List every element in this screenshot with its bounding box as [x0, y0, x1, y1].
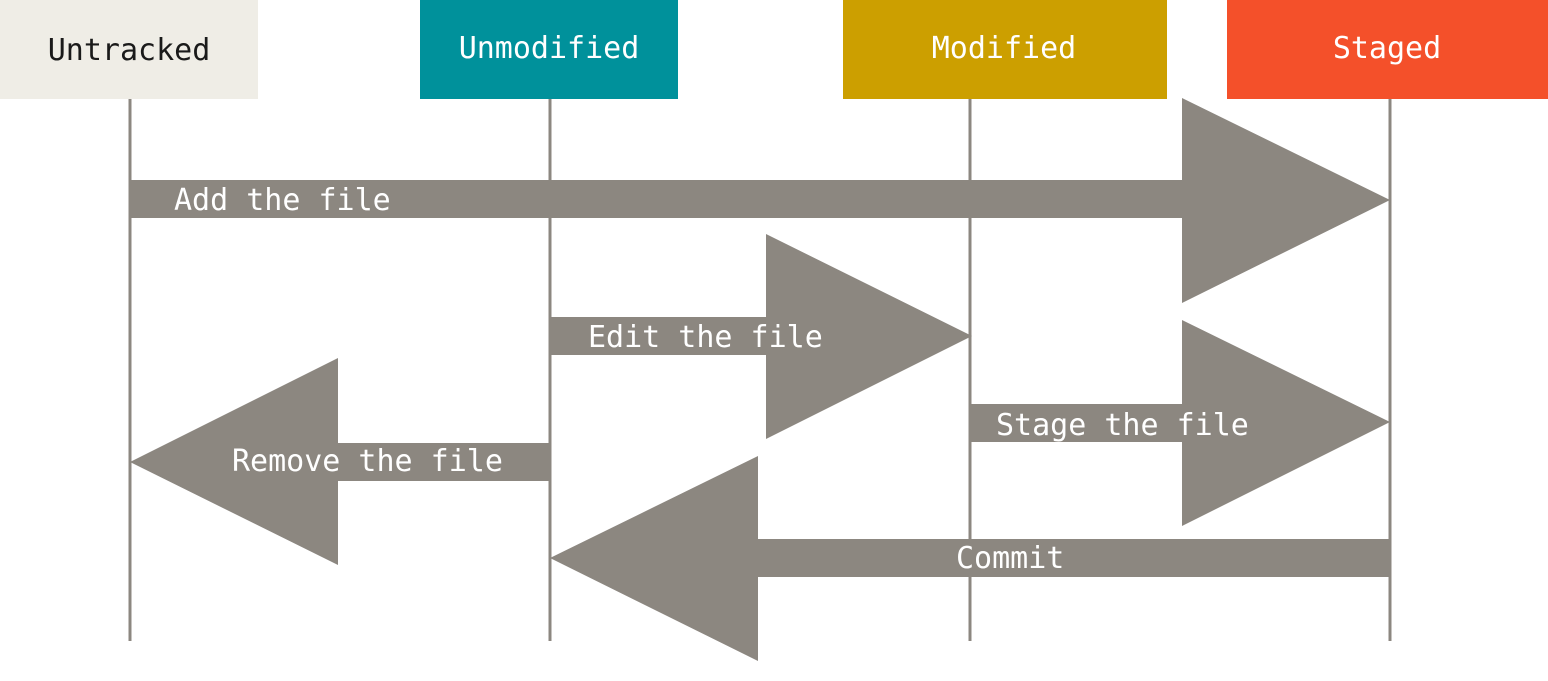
arrow-shape-stage: [970, 320, 1390, 526]
state-header-untracked: Untracked: [0, 0, 258, 99]
state-label-unmodified: Unmodified: [459, 31, 640, 66]
arrow-label-stage: Stage the file: [996, 408, 1249, 443]
state-label-modified: Modified: [932, 31, 1077, 66]
arrow-commit: Commit: [550, 456, 1390, 661]
state-label-untracked: Untracked: [48, 33, 211, 68]
state-header-modified: Modified: [843, 0, 1167, 99]
arrow-shape-add: [130, 98, 1390, 303]
state-box-unmodified: [420, 0, 678, 99]
arrow-label-remove: Remove the file: [232, 444, 503, 479]
state-header-unmodified: Unmodified: [420, 0, 678, 99]
state-label-staged: Staged: [1333, 31, 1441, 66]
arrow-edit-the-file: Edit the file: [550, 234, 972, 439]
arrow-shape-remove: [130, 358, 550, 565]
arrow-label-edit: Edit the file: [588, 320, 823, 355]
arrow-shape-commit: [550, 456, 1390, 661]
state-header-staged: Staged: [1227, 0, 1548, 99]
arrow-add-the-file: Add the file: [130, 98, 1390, 303]
state-box-staged: [1227, 0, 1548, 99]
arrow-stage-the-file: Stage the file: [970, 320, 1390, 526]
arrow-label-add: Add the file: [174, 183, 391, 218]
arrow-shape-edit: [550, 234, 972, 439]
state-box-untracked: [0, 0, 258, 99]
state-box-modified: [843, 0, 1167, 99]
arrow-label-commit: Commit: [956, 541, 1064, 576]
arrow-remove-the-file: Remove the file: [130, 358, 550, 565]
